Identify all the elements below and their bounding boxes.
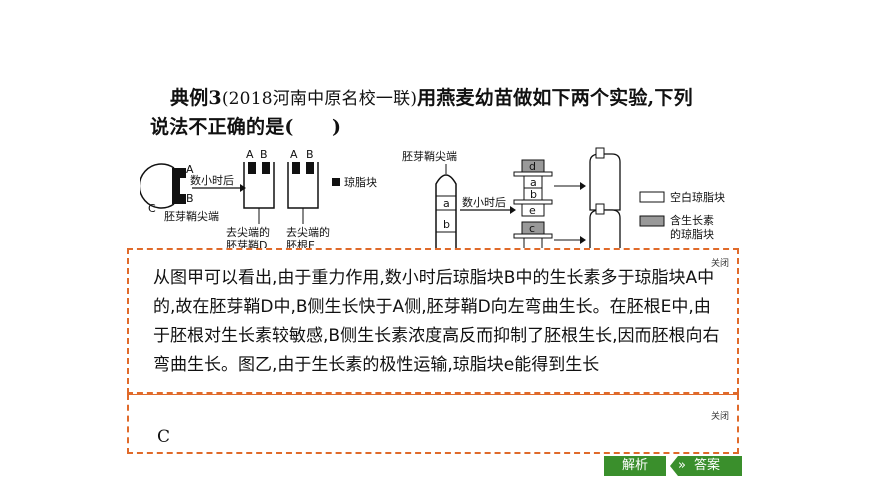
tab-bar: 解析 » 答案 [604,456,742,476]
stem-block-1 [595,147,605,159]
stem-result-1 [589,153,621,211]
analysis-panel: 关闭 从图甲可以看出,由于重力作用,数小时后琼脂块B中的生长素多于琼脂块A中的,… [127,248,739,394]
tab-answer[interactable]: » 答案 [670,456,742,476]
label-B: B [186,192,194,205]
tab-analysis[interactable]: 解析 [604,456,666,476]
example-label: 典例3 [170,87,222,109]
legend-auxin-text-1: 含生长素 [670,213,714,227]
hours-later-text-2: 数小时后 [462,196,506,209]
arrow-head [240,184,246,192]
answer-value: C [157,427,171,447]
cup1-block-B [262,162,270,174]
plate-3 [513,233,553,239]
cup2-block-A [292,162,300,174]
answer-panel: 关闭 C [127,394,739,454]
cup1-label-A: A [246,148,254,161]
question-stem: 用燕麦幼苗做如下两个实验,下列 [417,87,693,109]
chevron-right-icon: » [678,458,686,473]
coleoptile-tip-text-2: 胚芽鞘尖端 [402,149,457,163]
cup1-block-A [248,162,256,174]
segment-b: b [443,218,450,231]
experiment-figure: A B C 数小时后 胚芽鞘尖端 A B A B 琼脂块 去尖端的 胚芽鞘D 去… [140,140,780,252]
agar-legend-square [332,178,340,186]
analysis-text: 从图甲可以看出,由于重力作用,数小时后琼脂块B中的生长素多于琼脂块A中的,故在胚… [153,268,720,375]
block-e-label: e [529,204,536,217]
cup2-label-B: B [306,148,314,161]
legend-auxin-text-2: 的琼脂块 [670,227,714,241]
question-source: (2018河南中原名校一联) [221,89,418,109]
label-A: A [186,163,194,176]
stem-result-2 [589,209,621,252]
tab-answer-label: 答案 [694,458,721,473]
coleoptile-body [435,174,457,252]
block-d-label: d [529,160,536,173]
tip-holder [172,168,180,204]
block-c-label: c [529,222,535,235]
agar-block-B [180,194,186,204]
column-b-label: b [530,188,537,201]
stem-block-2 [595,203,605,215]
question-text: 典例3(2018河南中原名校一联)用燕麦幼苗做如下两个实验,下列 说法不正确的是… [150,84,740,141]
analysis-close-button[interactable]: 关闭 [710,259,729,269]
arrow-head-4 [580,236,586,244]
rotation-arc [140,163,175,209]
legend-empty-box [639,191,665,203]
cup2-label-A: A [290,148,298,161]
answer-close-button[interactable]: 关闭 [710,412,729,422]
question-line-2: 说法不正确的是( ) [150,116,342,138]
legend-empty-text: 空白琼脂块 [670,190,725,204]
experiment-diagram: A B C 数小时后 胚芽鞘尖端 A B A B 琼脂块 去尖端的 胚芽鞘D 去… [140,147,725,252]
question-line-1: 典例3(2018河南中原名校一联)用燕麦幼苗做如下两个实验,下列 [150,84,740,113]
cut-tip-text-2: 去尖端的 [286,225,330,239]
arrow-head-2 [510,206,516,214]
coleoptile-tip-text: 胚芽鞘尖端 [164,209,219,223]
hours-later-text: 数小时后 [190,174,234,187]
column-a-label: a [530,176,537,189]
label-C: C [148,202,156,215]
cup2-block-B [306,162,314,174]
cut-tip-text-1: 去尖端的 [226,225,270,239]
arrow-head-3 [580,182,586,190]
agar-legend-text: 琼脂块 [344,175,377,189]
block-e [521,203,545,217]
legend-auxin-box [639,215,665,227]
cup1-label-B: B [260,148,268,161]
segment-a: a [443,197,450,210]
agar-block-A [180,168,186,178]
